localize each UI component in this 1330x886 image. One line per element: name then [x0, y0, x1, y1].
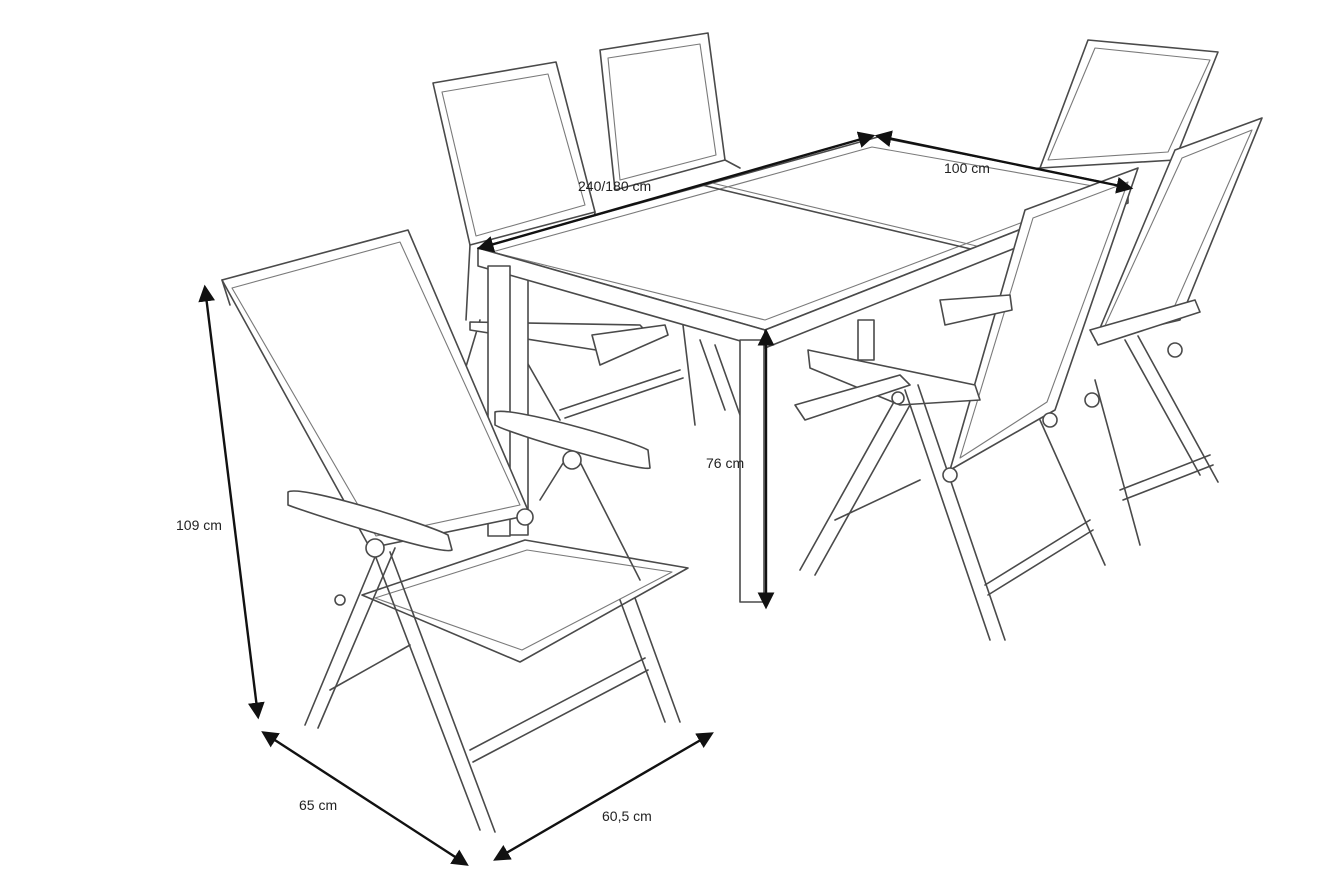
dim-arrow-chair-depth [261, 731, 469, 866]
chair-right-far [1084, 117, 1263, 546]
label-chair-depth: 65 cm [299, 797, 337, 813]
dim-arrow-table-width [874, 130, 1134, 194]
chair-front-left [221, 229, 689, 833]
dim-arrow-table-length [476, 131, 876, 253]
dimension-arrows [198, 130, 1134, 866]
chair-right-near [794, 167, 1139, 641]
label-table-length: 240/180 cm [578, 178, 651, 194]
label-table-width: 100 cm [944, 160, 990, 176]
dim-arrow-chair-height [198, 284, 265, 720]
label-chair-height: 109 cm [176, 517, 222, 533]
dim-arrow-chair-width [493, 732, 714, 861]
label-chair-width: 60,5 cm [602, 808, 652, 824]
label-table-height: 76 cm [706, 455, 744, 471]
